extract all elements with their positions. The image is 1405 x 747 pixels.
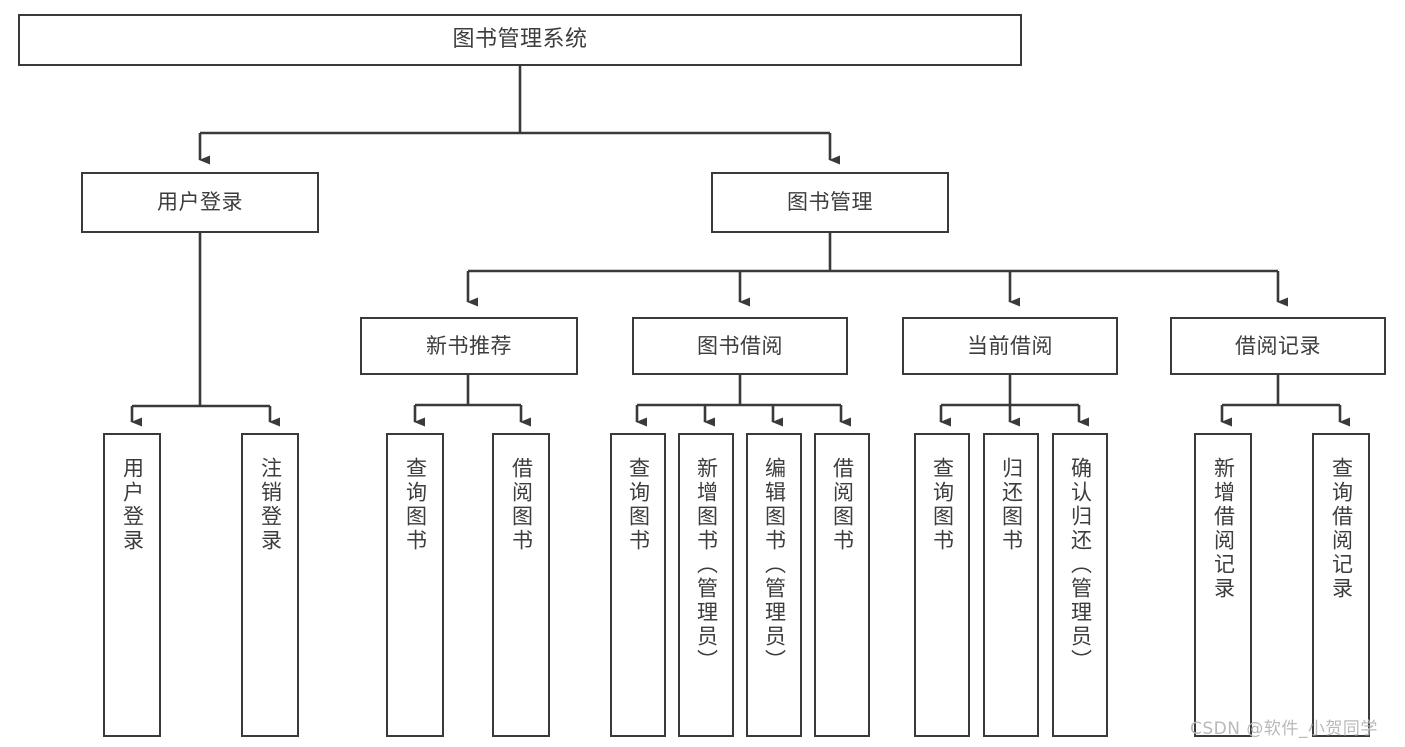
- leaf-borrow-edit-book-admin[interactable]: 编辑图书（管理员）: [746, 433, 802, 737]
- node-label: 新增借阅记录: [1211, 457, 1236, 601]
- node-label: 图书管理: [787, 190, 873, 215]
- node-label: 借阅图书: [509, 457, 534, 553]
- leaf-recommend-borrow-book[interactable]: 借阅图书: [492, 433, 550, 737]
- leaf-borrow-add-book-admin[interactable]: 新增图书（管理员）: [678, 433, 734, 737]
- node-label: 借阅记录: [1235, 333, 1321, 358]
- node-user-login[interactable]: 用户登录: [81, 172, 319, 233]
- leaf-borrow-query-book[interactable]: 查询图书: [610, 433, 666, 737]
- node-label: 新书推荐: [426, 333, 512, 358]
- leaf-borrow-borrow-book[interactable]: 借阅图书: [814, 433, 870, 737]
- watermark-text: CSDN @软件_小贺同学: [1190, 719, 1378, 739]
- node-label: 确认归还（管理员）: [1068, 457, 1093, 673]
- leaf-current-return-book[interactable]: 归还图书: [983, 433, 1039, 737]
- node-label: 归还图书: [999, 457, 1024, 553]
- node-label: 用户登录: [120, 457, 145, 553]
- node-label: 查询图书: [403, 457, 428, 553]
- node-label: 图书借阅: [697, 333, 783, 358]
- leaf-record-query-borrow-record[interactable]: 查询借阅记录: [1312, 433, 1370, 737]
- node-current-borrow[interactable]: 当前借阅: [902, 317, 1118, 375]
- node-label: 当前借阅: [967, 333, 1053, 358]
- node-label: 注销登录: [258, 457, 283, 553]
- node-root-system[interactable]: 图书管理系统: [18, 14, 1022, 66]
- node-book-borrow[interactable]: 图书借阅: [632, 317, 848, 375]
- node-borrow-record[interactable]: 借阅记录: [1170, 317, 1386, 375]
- node-label: 查询图书: [930, 457, 955, 553]
- node-label: 用户登录: [157, 190, 243, 215]
- node-label: 新增图书（管理员）: [694, 457, 719, 673]
- leaf-record-add-borrow-record[interactable]: 新增借阅记录: [1194, 433, 1252, 737]
- node-label: 借阅图书: [830, 457, 855, 553]
- node-label: 编辑图书（管理员）: [762, 457, 787, 673]
- node-label: 查询图书: [626, 457, 651, 553]
- leaf-current-query-book[interactable]: 查询图书: [914, 433, 970, 737]
- node-new-book-recommend[interactable]: 新书推荐: [360, 317, 578, 375]
- node-label: 查询借阅记录: [1329, 457, 1354, 601]
- leaf-logout[interactable]: 注销登录: [241, 433, 299, 737]
- node-book-management[interactable]: 图书管理: [711, 172, 949, 233]
- node-label: 图书管理系统: [452, 27, 588, 53]
- leaf-user-login[interactable]: 用户登录: [103, 433, 161, 737]
- leaf-recommend-query-book[interactable]: 查询图书: [386, 433, 444, 737]
- leaf-current-confirm-return-admin[interactable]: 确认归还（管理员）: [1052, 433, 1108, 737]
